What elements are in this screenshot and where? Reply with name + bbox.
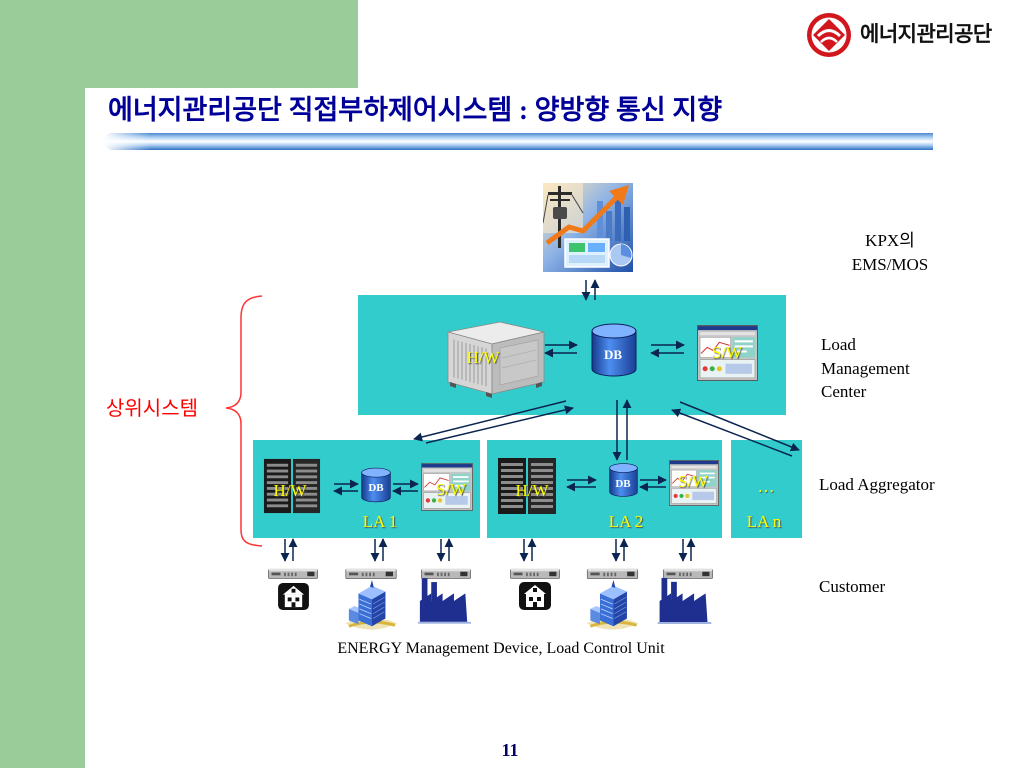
load-control-unit-icon — [268, 568, 318, 579]
factory-icon — [418, 578, 471, 624]
ems-monitoring-image — [543, 183, 633, 272]
kpx-label: KPX의 EMS/MOS — [835, 229, 945, 277]
load-control-unit-icon — [342, 568, 400, 579]
left-accent-bar — [0, 0, 85, 768]
page-number: 11 — [501, 740, 519, 760]
slide-title: 에너지관리공단 직접부하제어시스템 : 양방향 통신 지향 — [108, 95, 723, 125]
customer-label: Customer — [819, 577, 886, 596]
lmc-label-line2: Management — [821, 358, 910, 378]
lmc-label-line1: Load — [821, 335, 856, 354]
title-underline-bar — [105, 133, 933, 150]
la1-name-label: LA 1 — [362, 512, 398, 531]
kemco-logo-icon — [804, 11, 854, 59]
load-control-unit-icon — [510, 568, 560, 579]
la2-name-label: LA 2 — [608, 512, 644, 531]
office-building-icon — [343, 580, 399, 632]
home-icon — [278, 583, 309, 610]
office-building-icon — [584, 580, 641, 632]
la2-hw-label: H/W — [515, 481, 549, 500]
kpx-label-line2: EMS/MOS — [851, 255, 929, 274]
upper-system-label: 상위시스템 — [106, 396, 198, 420]
la1-hw-label: H/W — [273, 481, 307, 500]
la2-db-label: DB — [615, 478, 631, 490]
device-caption: ENERGY Management Device, Load Control U… — [337, 640, 665, 657]
load-control-unit-icon — [584, 568, 641, 579]
lan-ellipsis: … — [757, 477, 775, 496]
lmc-label-line3: Center — [821, 382, 867, 401]
lmc-hw-label: H/W — [466, 348, 500, 367]
title-underline-cap — [105, 133, 151, 150]
kpx-label-line1: KPX의 — [865, 231, 915, 250]
factory-icon — [657, 578, 712, 624]
top-accent-block — [0, 0, 358, 88]
home-icon — [519, 582, 551, 610]
load-aggregator-label: Load Aggregator — [819, 475, 935, 494]
logo-text: 에너지관리공단 — [860, 22, 992, 46]
lmc-db-label: DB — [603, 347, 623, 362]
la1-db-label: DB — [368, 482, 384, 494]
lmc-sw-label: S/W — [711, 343, 743, 362]
lan-name-label: LA n — [746, 512, 782, 531]
la2-sw-label: S/W — [677, 472, 709, 491]
lmc-label: Load Management Center — [821, 333, 910, 404]
la1-sw-label: S/W — [435, 480, 467, 499]
